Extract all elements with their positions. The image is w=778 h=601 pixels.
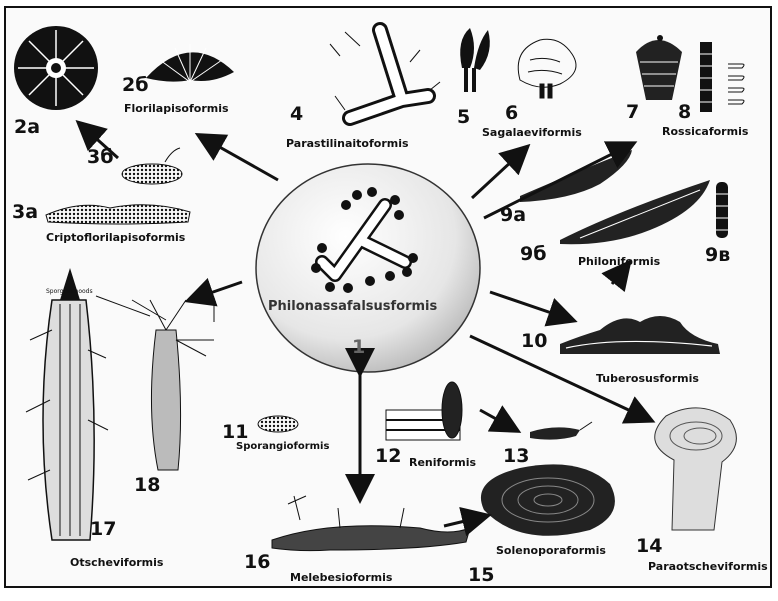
label-14: 14 [636, 537, 662, 556]
sporangio-11-illustration [258, 416, 298, 432]
otschevi-17-illustration [26, 268, 108, 540]
otschevi-18-illustration [132, 300, 214, 470]
label-otscheviformis: Otscheviformis [70, 557, 163, 568]
melebesio-16-illustration [272, 496, 470, 551]
arrow-to-6 [472, 148, 526, 198]
label-melebesioformis: Melebesioformis [290, 572, 392, 583]
label-parastilinaitoformis: Parastilinaitoformis [286, 138, 409, 149]
branch-4-illustration [330, 30, 440, 118]
label-rossicaformis: Rossicaformis [662, 126, 748, 137]
reni-12-illustration [386, 382, 462, 440]
label-reniformis: Reniformis [409, 457, 476, 468]
label-13: 13 [503, 447, 529, 466]
label-15: 15 [468, 566, 494, 585]
tuberosus-10-illustration [560, 316, 720, 354]
label-tiny-note: Sporgian hoods [46, 289, 93, 295]
solenopora-15-illustration [481, 464, 615, 535]
label-philonassafalsusformis: Philonassafalsusformis [268, 300, 437, 313]
label-criptoflorilapisoformis: Criptoflorilapisoformis [46, 232, 185, 243]
label-solenoporaformis: Solenoporaformis [496, 545, 606, 556]
label-11: 11 [222, 423, 248, 442]
column-9v-illustration [716, 182, 728, 238]
label-10: 10 [521, 332, 547, 351]
label-paraotscheviformis: Paraotscheviformis [648, 561, 768, 572]
foliage-6-illustration [518, 39, 576, 98]
label-2a: 2a [14, 118, 40, 137]
label-4: 4 [290, 105, 303, 124]
label-9b: 9б [520, 245, 547, 264]
label-18: 18 [134, 476, 160, 495]
central-sphere [256, 164, 480, 372]
label-florilapisoformis: Florilapisoformis [124, 103, 229, 114]
label-9a: 9a [500, 206, 526, 225]
arrow-to-18 [190, 282, 242, 300]
paraotsch-14-illustration [655, 408, 737, 530]
label-tuberosusformis: Tuberosusformis [596, 373, 699, 384]
fan-2b-illustration [146, 44, 234, 82]
label-9v: 9в [705, 246, 730, 265]
crust-3a-illustration [46, 205, 190, 224]
label-16: 16 [244, 553, 270, 572]
cone-7-illustration [636, 35, 682, 100]
label-2b: 2б [122, 76, 149, 95]
arrow-16-to-15 [444, 516, 486, 526]
label-3a: 3a [12, 203, 38, 222]
label-3b: 3б [87, 148, 114, 167]
reni-13-illustration [530, 422, 592, 440]
label-sporangioformis: Sporangioformis [236, 442, 329, 452]
leaves-5-illustration [460, 28, 490, 92]
arrow-to-2b [200, 136, 278, 180]
label-philoniformis: Philoniformis [578, 256, 660, 267]
label-7: 7 [626, 103, 639, 122]
label-12: 12 [375, 447, 401, 466]
cluster-3b-illustration [122, 148, 182, 184]
label-6: 6 [505, 104, 518, 123]
arrow-12-to-13 [480, 410, 516, 430]
label-sagalaeviformis: Sagalaeviformis [482, 127, 582, 138]
sprig-9a-illustration [520, 150, 632, 202]
label-17: 17 [90, 520, 116, 539]
rosette-2a-illustration [14, 26, 98, 110]
label-8: 8 [678, 103, 691, 122]
label-1: 1 [352, 338, 365, 357]
arrow-to-10 [490, 292, 572, 320]
column-8-illustration [700, 42, 744, 112]
label-5: 5 [457, 108, 470, 127]
